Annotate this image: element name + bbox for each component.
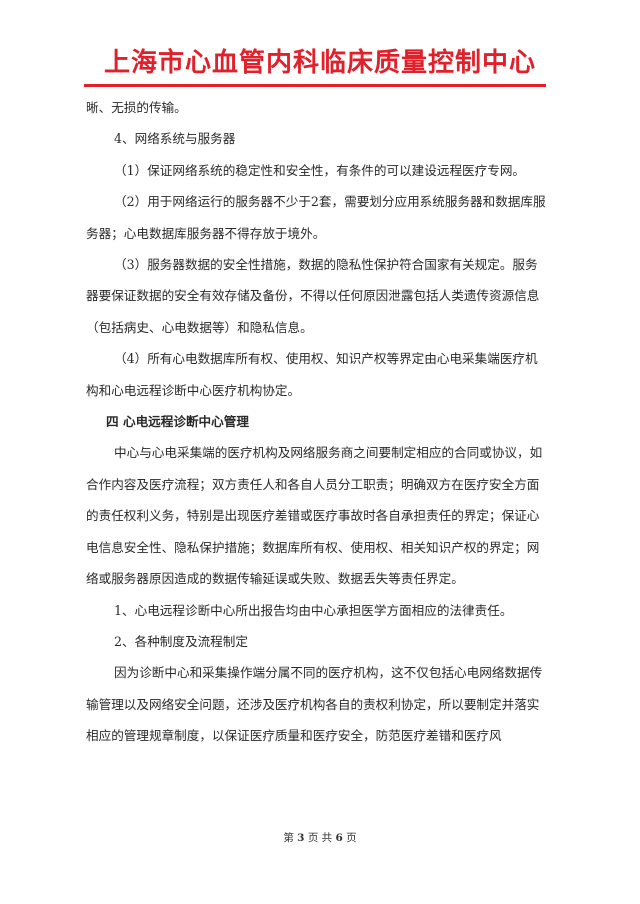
section-subheading: 2、各种制度及流程制定	[114, 633, 248, 649]
header-rule	[84, 84, 546, 87]
footer-total-pages: 6	[335, 832, 343, 844]
section-subheading: 4、网络系统与服务器	[114, 131, 236, 147]
page-footer: 第 3 页 共 6 页	[0, 830, 640, 845]
footer-suffix: 页	[346, 832, 357, 844]
header-title: 上海市心血管内科临床质量控制中心	[103, 48, 536, 78]
paragraph: 因为诊断中心和采集操作端分属不同的医疗机构，这不仅包括心电网络数据传输管理以及网…	[86, 665, 543, 744]
paragraph: 晰、无损的传输。	[86, 100, 187, 115]
paragraph: （4）所有心电数据库所有权、使用权、知识产权等界定由心电采集端医疗机构和心电远程…	[86, 351, 538, 398]
paragraph: （2）用于网络运行的服务器不少于2套，需要划分应用系统服务器和数据库服务器；心电…	[86, 194, 546, 241]
footer-prefix: 第	[283, 832, 294, 844]
footer-middle: 页 共	[307, 832, 333, 844]
paragraph: 1、心电远程诊断中心所出报告均由中心承担医学方面相应的法律责任。	[114, 602, 513, 618]
footer-page-number: 3	[297, 832, 305, 844]
paragraph: （3）服务器数据的安全性措施，数据的隐私性保护符合国家有关规定。服务器要保证数据…	[86, 257, 540, 335]
section-heading: 四 心电远程诊断中心管理	[106, 414, 249, 430]
paragraph: （1）保证网络系统的稳定性和安全性，有条件的可以建设远程医疗专网。	[114, 162, 526, 178]
paragraph: 中心与心电采集端的医疗机构及网络服务商之间要制定相应的合同或协议，如合作内容及医…	[86, 445, 543, 587]
document-body: 晰、无损的传输。 4、网络系统与服务器 （1）保证网络系统的稳定性和安全性，有条…	[86, 92, 546, 752]
